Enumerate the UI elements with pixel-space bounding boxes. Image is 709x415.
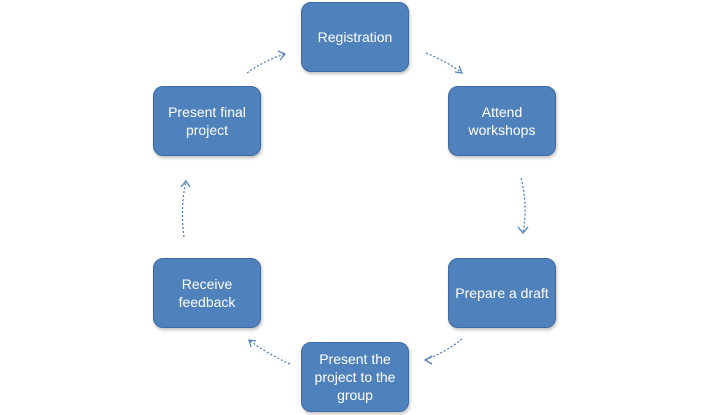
arrow-draft-to-present — [423, 338, 463, 365]
node-label: Attend workshops — [468, 104, 536, 138]
node-prepare-draft: Prepare a draft — [448, 258, 556, 328]
arrow-feedback-to-final — [180, 179, 191, 238]
arrow-final-to-registration — [246, 50, 287, 74]
node-present-final-project: Present final project — [153, 86, 261, 156]
node-present-to-group: Present the project to the group — [301, 342, 409, 412]
arrow-registration-to-attend — [425, 52, 464, 74]
node-label: Registration — [317, 29, 393, 45]
node-label: Present the project to the group — [314, 351, 396, 403]
arrow-attend-to-draft — [517, 177, 529, 235]
node-registration: Registration — [301, 2, 409, 72]
node-receive-feedback: Receive feedback — [153, 258, 261, 328]
node-label: Prepare a draft — [455, 285, 549, 301]
arrow-present-to-feedback — [248, 339, 291, 365]
node-label: Present final project — [168, 104, 246, 138]
node-label: Receive feedback — [178, 276, 236, 310]
node-attend-workshops: Attend workshops — [448, 86, 556, 156]
